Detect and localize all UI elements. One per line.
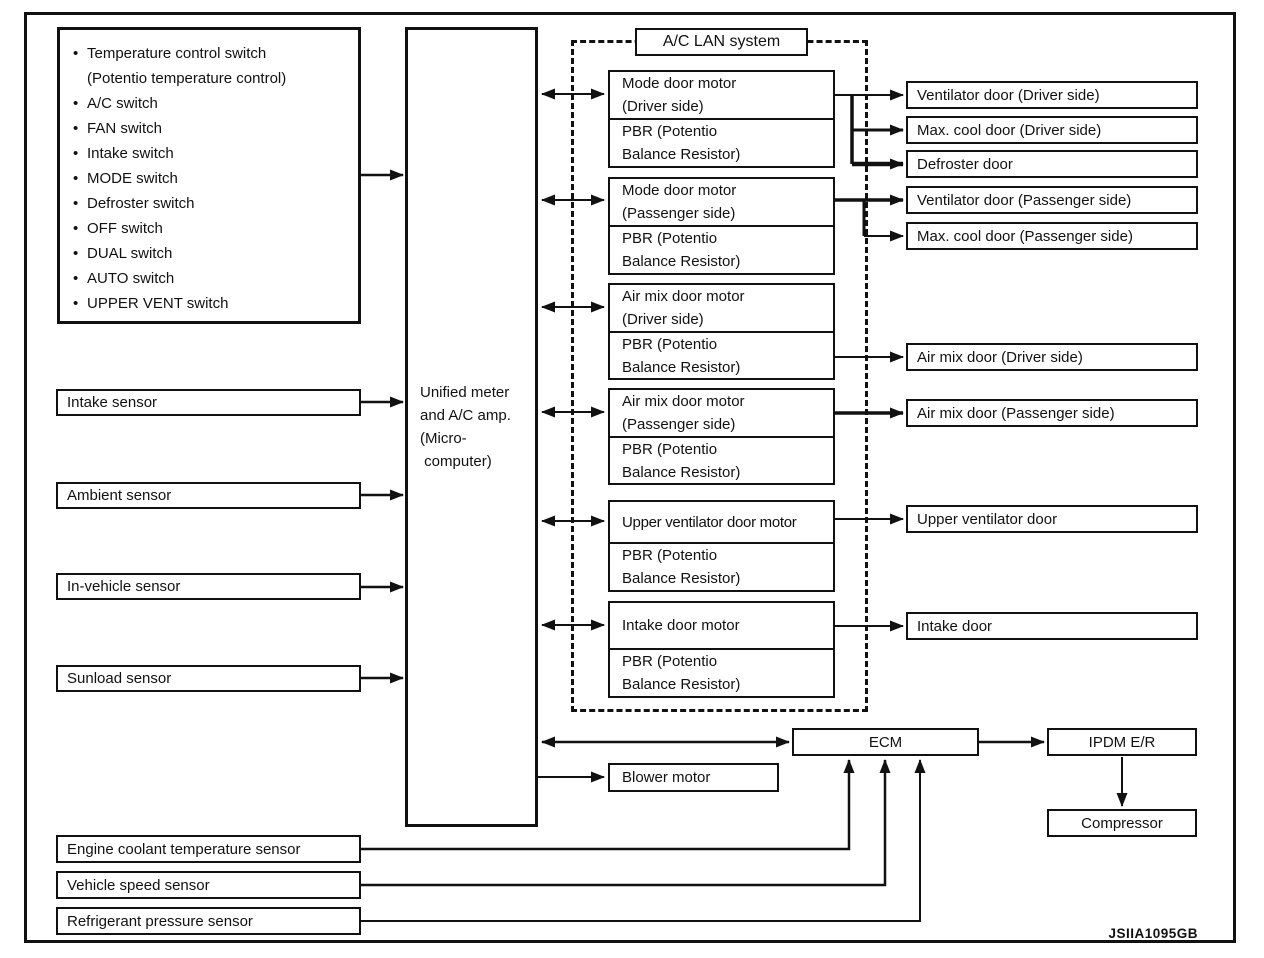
box-intake-door: Intake door bbox=[906, 612, 1198, 640]
switch-item-subline: (Potentio temperature control) bbox=[87, 70, 287, 87]
box-refrigerant-pressure-sensor: Refrigerant pressure sensor bbox=[56, 907, 361, 935]
motor-section: Mode door motor (Passenger side) bbox=[610, 179, 833, 227]
switch-list: Temperature control switch (Potentio tem… bbox=[73, 41, 352, 316]
switch-item: UPPER VENT switch bbox=[73, 291, 352, 316]
pbr-section: PBR (Potentio Balance Resistor) bbox=[622, 230, 741, 270]
box-upper-ventilator-door: Upper ventilator door bbox=[906, 505, 1198, 533]
switch-item: Temperature control switch (Potentio tem… bbox=[73, 41, 352, 91]
diagram-outer-border bbox=[24, 12, 1236, 943]
box-in-vehicle-sensor: In-vehicle sensor bbox=[56, 573, 361, 600]
figure-code: JSIIA1095GB bbox=[1108, 926, 1198, 941]
box-max-cool-door-driver: Max. cool door (Driver side) bbox=[906, 116, 1198, 144]
pbr-section: PBR (Potentio Balance Resistor) bbox=[622, 547, 741, 587]
control-switch-panel: Temperature control switch (Potentio tem… bbox=[57, 27, 361, 324]
box-compressor: Compressor bbox=[1047, 809, 1197, 837]
switch-item: AUTO switch bbox=[73, 266, 352, 291]
pbr-section: PBR (Potentio Balance Resistor) bbox=[622, 441, 741, 481]
switch-item: OFF switch bbox=[73, 216, 352, 241]
box-defroster-door: Defroster door bbox=[906, 150, 1198, 178]
box-max-cool-door-passenger: Max. cool door (Passenger side) bbox=[906, 222, 1198, 250]
box-upper-ventilator-door-motor: Upper ventilator door motor PBR (Potenti… bbox=[608, 500, 835, 592]
box-ventilator-door-passenger: Ventilator door (Passenger side) bbox=[906, 186, 1198, 214]
box-air-mix-door-motor-driver: Air mix door motor (Driver side) PBR (Po… bbox=[608, 283, 835, 380]
box-mode-door-motor-passenger: Mode door motor (Passenger side) PBR (Po… bbox=[608, 177, 835, 275]
pbr-section: PBR (Potentio Balance Resistor) bbox=[622, 123, 741, 163]
box-blower-motor: Blower motor bbox=[608, 763, 779, 792]
box-ecm: ECM bbox=[792, 728, 979, 756]
motor-section: Upper ventilator door motor bbox=[610, 502, 833, 544]
motor-section: Air mix door motor (Passenger side) bbox=[610, 390, 833, 438]
motor-section: Mode door motor (Driver side) bbox=[610, 72, 833, 120]
box-air-mix-door-motor-passenger: Air mix door motor (Passenger side) PBR … bbox=[608, 388, 835, 485]
box-ambient-sensor: Ambient sensor bbox=[56, 482, 361, 509]
switch-item: MODE switch bbox=[73, 166, 352, 191]
box-air-mix-door-driver: Air mix door (Driver side) bbox=[906, 343, 1198, 371]
switch-item: A/C switch bbox=[73, 91, 352, 116]
box-intake-door-motor: Intake door motor PBR (Potentio Balance … bbox=[608, 601, 835, 698]
switch-item: Defroster switch bbox=[73, 191, 352, 216]
box-ipdm-er: IPDM E/R bbox=[1047, 728, 1197, 756]
motor-section: Intake door motor bbox=[610, 603, 833, 650]
box-vehicle-speed-sensor: Vehicle speed sensor bbox=[56, 871, 361, 899]
box-intake-sensor: Intake sensor bbox=[56, 389, 361, 416]
box-sunload-sensor: Sunload sensor bbox=[56, 665, 361, 692]
unified-meter-ac-amp-box: Unified meter and A/C amp. (Micro- compu… bbox=[405, 27, 538, 827]
switch-item: FAN switch bbox=[73, 116, 352, 141]
box-engine-coolant-temperature-sensor: Engine coolant temperature sensor bbox=[56, 835, 361, 863]
unified-meter-ac-amp-label: Unified meter and A/C amp. (Micro- compu… bbox=[420, 384, 511, 470]
ac-lan-system-title-box: A/C LAN system bbox=[635, 28, 808, 56]
box-air-mix-door-passenger: Air mix door (Passenger side) bbox=[906, 399, 1198, 427]
pbr-section: PBR (Potentio Balance Resistor) bbox=[622, 653, 741, 693]
pbr-section: PBR (Potentio Balance Resistor) bbox=[622, 336, 741, 376]
motor-section: Air mix door motor (Driver side) bbox=[610, 285, 833, 333]
switch-item: DUAL switch bbox=[73, 241, 352, 266]
box-mode-door-motor-driver: Mode door motor (Driver side) PBR (Poten… bbox=[608, 70, 835, 168]
ac-lan-system-title: A/C LAN system bbox=[662, 33, 781, 50]
switch-item: Intake switch bbox=[73, 141, 352, 166]
box-ventilator-door-driver: Ventilator door (Driver side) bbox=[906, 81, 1198, 109]
